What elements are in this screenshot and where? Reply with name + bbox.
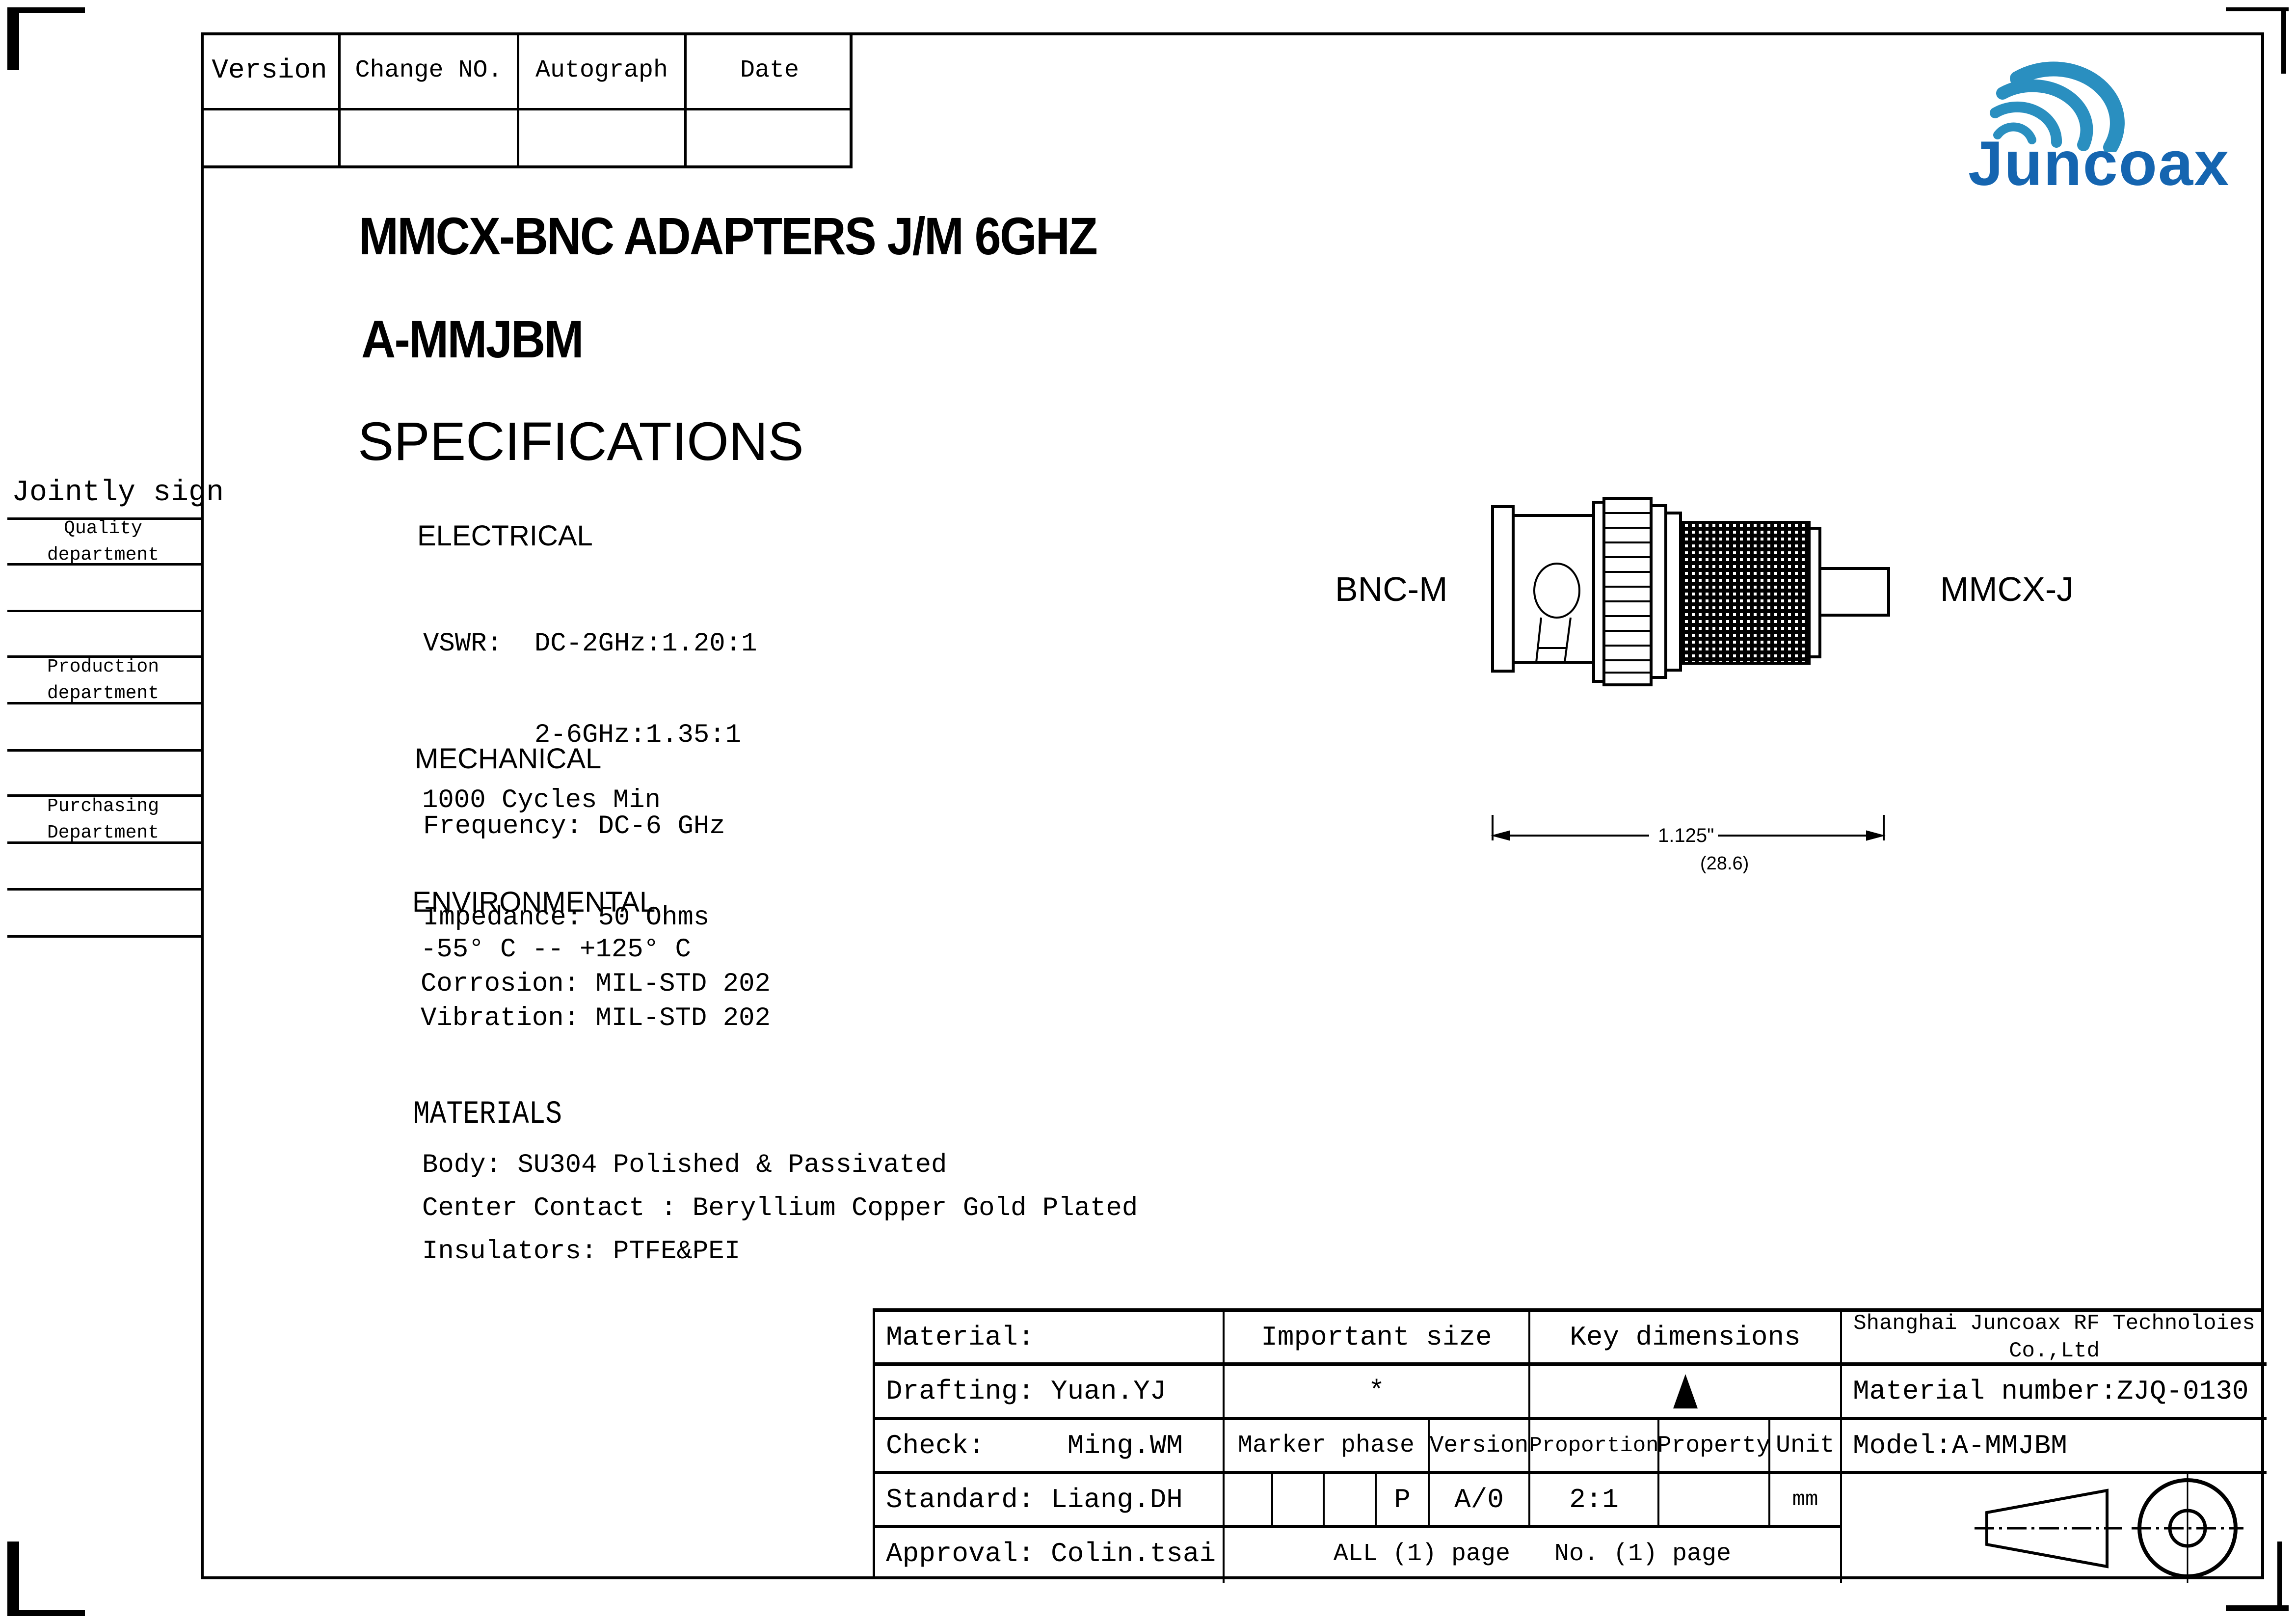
- corner-mark-tr: [2226, 7, 2289, 11]
- vswr-line-2: 2-6GHz:1.35:1: [423, 720, 742, 750]
- electrical-heading: ELECTRICAL: [417, 520, 593, 552]
- logo-text: Juncoax: [1968, 129, 2230, 199]
- bnc-m-label: BNC-M: [1335, 570, 1448, 608]
- corner-mark-tr: [2281, 7, 2286, 74]
- corner-mark-tl: [7, 7, 85, 13]
- important-size-mark: *: [1368, 1376, 1385, 1407]
- company-name: Shanghai Juncoax RF Technoloies Co.,Ltd: [1853, 1312, 2255, 1362]
- environmental-specs: -55° C -- +125° C Corrosion: MIL-STD 202…: [421, 933, 771, 1036]
- unit-value: mm: [1792, 1487, 1818, 1512]
- jointly-sign-title: Jointly sign: [12, 476, 224, 510]
- header-date: Date: [740, 56, 800, 84]
- mechanical-heading: MECHANICAL: [415, 743, 602, 775]
- phase-value: P: [1394, 1484, 1411, 1515]
- bayonet-pin: [1533, 563, 1580, 619]
- check-field: Check: Ming.WM: [886, 1430, 1183, 1461]
- signal-arcs-icon: [1990, 61, 2125, 152]
- insulators-line: Insulators: PTFE&PEI: [422, 1237, 741, 1267]
- key-dimensions-header: Key dimensions: [1570, 1321, 1801, 1353]
- model-field: Model:A-MMJBM: [1853, 1430, 2067, 1461]
- corrosion-line: Corrosion: MIL-STD 202: [421, 969, 771, 999]
- projection-symbol-icon: [1975, 1474, 2243, 1583]
- revision-table: Version Change NO. Autograph Date: [201, 32, 853, 168]
- header-version: Version: [212, 54, 327, 86]
- connector-drawing: [1491, 497, 1890, 841]
- important-size-header: Important size: [1261, 1321, 1492, 1353]
- drawing-frame: [201, 32, 2264, 1579]
- mmcx-j-label: MMCX-J: [1940, 570, 2074, 608]
- frequency-line: Frequency: DC-6 GHz: [423, 812, 725, 841]
- corner-mark-bl: [7, 1542, 19, 1616]
- cycles-line: 1000 Cycles Min: [422, 785, 661, 815]
- corner-mark-bl: [7, 1610, 85, 1616]
- material-number: Material number:ZJQ-0130: [1853, 1376, 2249, 1407]
- mmcx-pin: [1818, 567, 1890, 617]
- materials-specs: Body: SU304 Polished & Passivated Center…: [422, 1144, 1138, 1273]
- model-title: A-MMJBM: [361, 309, 584, 369]
- specifications-heading: SPECIFICATIONS: [358, 411, 804, 472]
- approval-field: Approval: Colin.tsai: [886, 1538, 1216, 1569]
- title-block: Material: Important size Key dimensions …: [873, 1308, 2267, 1583]
- center-contact-line: Center Contact : Beryllium Copper Gold P…: [422, 1193, 1138, 1223]
- mechanical-specs: 1000 Cycles Min: [422, 785, 661, 816]
- proportion-header: Proportion: [1530, 1433, 1657, 1458]
- temperature-line: -55° C -- +125° C: [421, 935, 691, 965]
- vswr-line: VSWR: DC-2GHz:1.20:1: [423, 629, 757, 659]
- version-header: Version: [1430, 1432, 1528, 1459]
- environmental-heading: ENVIRONMENTAL: [412, 886, 656, 918]
- coupling-nut: [1602, 497, 1653, 686]
- bnc-flange: [1491, 505, 1515, 673]
- company-logo: Juncoax: [1968, 54, 2233, 199]
- electrical-specs: VSWR: DC-2GHz:1.20:1 2-6GHz:1.35:1 Frequ…: [423, 568, 757, 964]
- dimension-mm: (28.6): [1700, 853, 1749, 874]
- corner-mark-br: [2226, 1605, 2289, 1611]
- version-value: A/0: [1454, 1484, 1504, 1515]
- dimension-inches: 1.125": [1658, 825, 1714, 846]
- key-dimension-triangle-icon: [1530, 1366, 1840, 1417]
- vibration-line: Vibration: MIL-STD 202: [421, 1003, 771, 1033]
- standard-field: Standard: Liang.DH: [886, 1484, 1183, 1515]
- marker-phase-header: Marker phase: [1237, 1432, 1415, 1460]
- header-autograph: Autograph: [535, 56, 668, 84]
- corner-mark-tl: [7, 7, 19, 70]
- knurled-body: [1679, 521, 1811, 665]
- header-change-no: Change NO.: [355, 56, 503, 84]
- body-material-line: Body: SU304 Polished & Passivated: [422, 1150, 947, 1180]
- drafting-field: Drafting: Yuan.YJ: [886, 1376, 1167, 1407]
- impedance-line: Impedance: 50 Ohms: [423, 903, 710, 933]
- unit-header: Unit: [1775, 1432, 1835, 1460]
- property-header: Property: [1659, 1432, 1768, 1459]
- page-count: ALL (1) page No. (1) page: [1333, 1540, 1732, 1568]
- materials-heading: MATERIALS: [413, 1096, 562, 1133]
- proportion-value: 2:1: [1569, 1484, 1619, 1515]
- corner-mark-br: [2277, 1542, 2282, 1611]
- material-field: Material:: [886, 1321, 1035, 1353]
- product-title: MMCX-BNC ADAPTERS J/M 6GHZ: [359, 206, 1098, 266]
